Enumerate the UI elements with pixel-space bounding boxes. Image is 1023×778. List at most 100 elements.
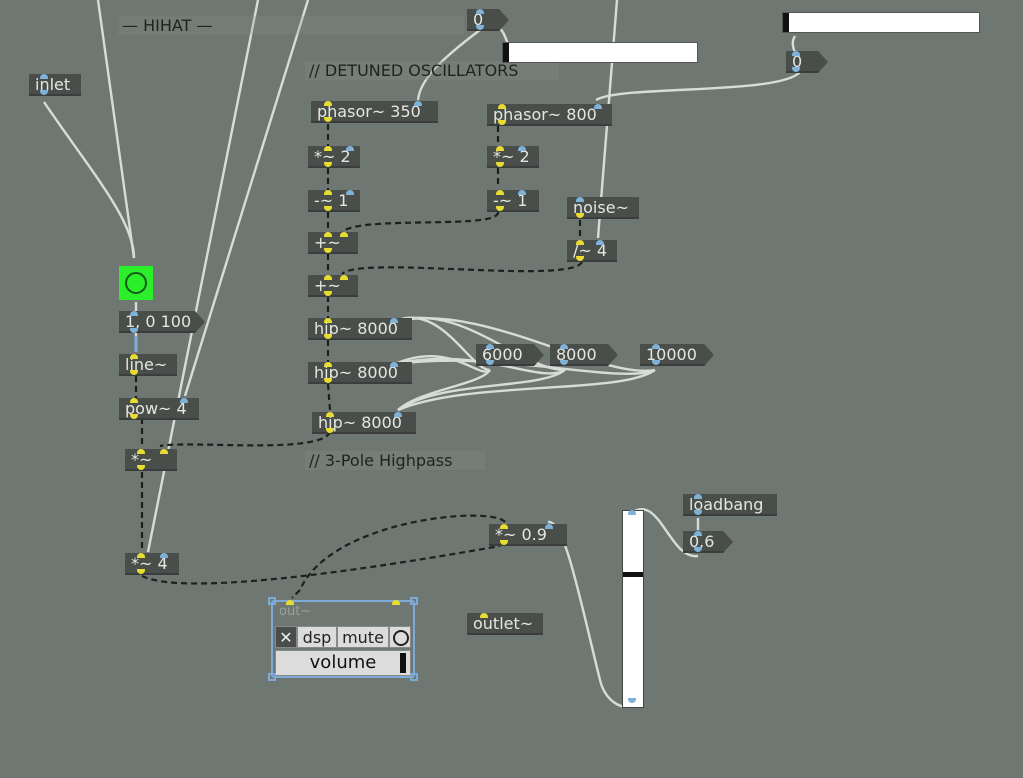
inlet-object[interactable]: inlet xyxy=(29,74,81,96)
selection-handle[interactable] xyxy=(268,673,276,681)
signal-outlet[interactable] xyxy=(324,162,332,167)
control-inlet[interactable] xyxy=(694,494,702,499)
hip2-object[interactable]: hip~ 8000 xyxy=(308,362,412,384)
control-inlet[interactable] xyxy=(792,51,800,56)
div4-object[interactable]: /~ 4 xyxy=(567,240,617,262)
message-env[interactable]: 1, 0 100 xyxy=(119,311,205,333)
control-inlet[interactable] xyxy=(596,240,604,245)
outlet-object[interactable]: outlet~ xyxy=(467,613,543,635)
signal-inlet[interactable] xyxy=(324,275,332,280)
text-box-top-middle[interactable] xyxy=(502,42,698,63)
control-outlet[interactable] xyxy=(694,510,702,515)
signal-inlet[interactable] xyxy=(130,354,138,359)
control-outlet[interactable] xyxy=(130,328,138,333)
signal-inlet[interactable] xyxy=(500,524,508,529)
signal-inlet[interactable] xyxy=(137,553,145,558)
noise-object[interactable]: noise~ xyxy=(567,197,639,219)
circle-toggle-icon[interactable] xyxy=(389,626,411,648)
control-inlet[interactable] xyxy=(486,344,494,349)
control-inlet[interactable] xyxy=(476,9,484,14)
signal-inlet[interactable] xyxy=(286,600,294,605)
slider-knob[interactable] xyxy=(623,572,643,577)
signal-outlet[interactable] xyxy=(137,569,145,574)
signal-outlet[interactable] xyxy=(576,256,584,261)
control-outlet[interactable] xyxy=(40,90,48,95)
control-inlet[interactable] xyxy=(594,104,602,109)
selection-handle[interactable] xyxy=(410,673,418,681)
close-icon[interactable]: ✕ xyxy=(275,626,297,648)
signal-inlet[interactable] xyxy=(324,190,332,195)
phasor-800-object[interactable]: phasor~ 800 xyxy=(487,104,612,126)
number-box-top[interactable]: 0 xyxy=(467,9,509,31)
control-inlet[interactable] xyxy=(180,398,188,403)
control-outlet[interactable] xyxy=(792,67,800,72)
dsp-button[interactable]: dsp xyxy=(297,626,337,648)
loadbang-object[interactable]: loadbang xyxy=(683,494,777,516)
signal-outlet[interactable] xyxy=(130,414,138,419)
control-outlet[interactable] xyxy=(486,360,494,365)
control-inlet[interactable] xyxy=(390,362,398,367)
hip1-object[interactable]: hip~ 8000 xyxy=(308,318,412,340)
control-inlet[interactable] xyxy=(394,412,402,417)
signal-inlet[interactable] xyxy=(326,412,334,417)
signal-inlet[interactable] xyxy=(324,101,332,106)
signal-outlet[interactable] xyxy=(324,334,332,339)
vertical-slider[interactable] xyxy=(622,510,644,708)
control-inlet[interactable] xyxy=(628,510,636,515)
mul2b-object[interactable]: *~ 2 xyxy=(487,146,539,168)
control-inlet[interactable] xyxy=(652,344,660,349)
signal-outlet[interactable] xyxy=(498,120,506,125)
control-inlet[interactable] xyxy=(576,197,584,202)
signal-outlet[interactable] xyxy=(500,540,508,545)
selection-handle[interactable] xyxy=(268,597,276,605)
signal-outlet[interactable] xyxy=(496,162,504,167)
signal-inlet[interactable] xyxy=(340,275,348,280)
mul-env-object[interactable]: *~ xyxy=(125,449,177,471)
signal-outlet[interactable] xyxy=(324,378,332,383)
add1-object[interactable]: +~ xyxy=(308,232,358,254)
control-inlet[interactable] xyxy=(694,531,702,536)
signal-inlet[interactable] xyxy=(324,232,332,237)
signal-inlet[interactable] xyxy=(392,600,400,605)
control-outlet[interactable] xyxy=(652,360,660,365)
control-inlet[interactable] xyxy=(346,146,354,151)
control-inlet[interactable] xyxy=(390,318,398,323)
control-outlet[interactable] xyxy=(628,698,636,703)
signal-outlet[interactable] xyxy=(324,206,332,211)
sub1b-object[interactable]: -~ 1 xyxy=(487,190,539,212)
signal-inlet[interactable] xyxy=(496,146,504,151)
signal-inlet[interactable] xyxy=(498,104,506,109)
sub1a-object[interactable]: -~ 1 xyxy=(308,190,360,212)
hip3-object[interactable]: hip~ 8000 xyxy=(312,412,416,434)
signal-outlet[interactable] xyxy=(324,248,332,253)
signal-outlet[interactable] xyxy=(324,291,332,296)
mul4-object[interactable]: *~ 4 xyxy=(125,553,179,575)
text-box-top-right[interactable] xyxy=(782,12,980,33)
line-object[interactable]: line~ xyxy=(119,354,177,376)
mute-button[interactable]: mute xyxy=(337,626,389,648)
signal-outlet[interactable] xyxy=(496,206,504,211)
signal-outlet[interactable] xyxy=(326,428,334,433)
signal-inlet[interactable] xyxy=(496,190,504,195)
volume-slider[interactable]: volume xyxy=(275,650,411,676)
add2-object[interactable]: +~ xyxy=(308,275,358,297)
selection-handle[interactable] xyxy=(410,597,418,605)
signal-inlet[interactable] xyxy=(340,232,348,237)
signal-inlet[interactable] xyxy=(324,362,332,367)
pow-object[interactable]: pow~ 4 xyxy=(119,398,199,420)
control-inlet[interactable] xyxy=(160,553,168,558)
number-box-0-6[interactable]: 0.6 xyxy=(683,531,733,553)
signal-inlet[interactable] xyxy=(576,240,584,245)
mul2a-object[interactable]: *~ 2 xyxy=(308,146,360,168)
control-inlet[interactable] xyxy=(346,190,354,195)
control-inlet[interactable] xyxy=(518,146,526,151)
signal-inlet[interactable] xyxy=(130,398,138,403)
signal-outlet[interactable] xyxy=(130,370,138,375)
signal-inlet[interactable] xyxy=(160,449,168,454)
control-inlet[interactable] xyxy=(518,190,526,195)
signal-outlet[interactable] xyxy=(576,213,584,218)
out-panel[interactable]: out~ ✕ dsp mute volume xyxy=(271,600,415,678)
control-outlet[interactable] xyxy=(694,547,702,552)
control-inlet[interactable] xyxy=(130,311,138,316)
